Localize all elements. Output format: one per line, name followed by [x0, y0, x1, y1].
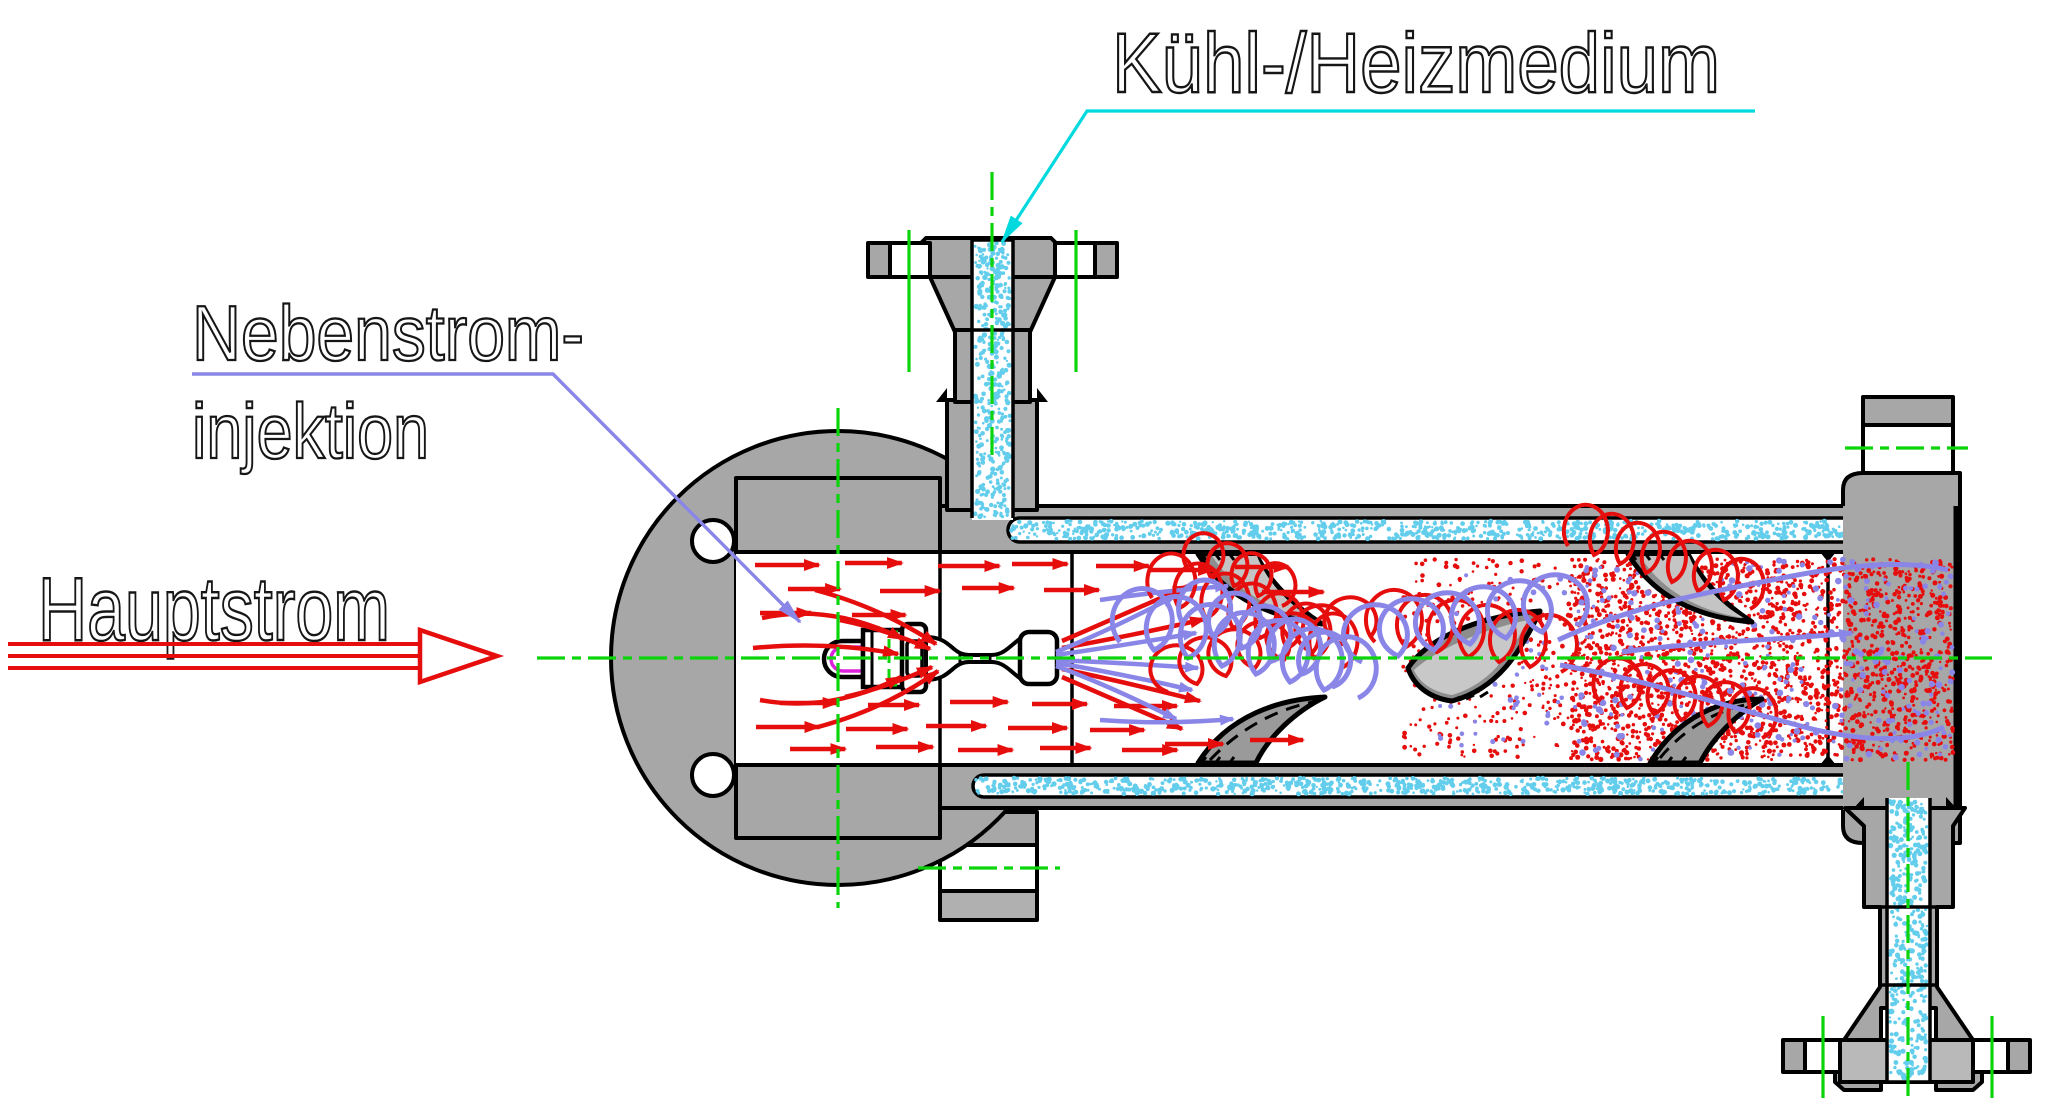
injection-label-line1: Nebenstrom- — [192, 289, 584, 377]
injection-label-line2: injektion — [192, 387, 429, 475]
vane-bottom-right — [1647, 696, 1765, 766]
centerlines — [537, 172, 1994, 1100]
vane-top-right — [1625, 551, 1755, 625]
main-flow-arrowhead — [417, 626, 505, 686]
bolt-hole-lower — [690, 752, 736, 798]
coolant-label: Kühl-/Heizmedium — [1112, 16, 1720, 110]
vane-bottom-left — [1195, 694, 1328, 766]
flow-streamlines — [752, 502, 1949, 741]
injection-leader-line — [192, 372, 802, 624]
coolant-leader-line — [1000, 109, 1755, 244]
bolt-hole-upper — [690, 518, 736, 564]
mixing-elements — [1195, 551, 1765, 766]
annotations: Kühl-/Heizmedium Nebenstrom- injektion H… — [8, 15, 1755, 686]
main-flow-arrow — [8, 626, 505, 686]
